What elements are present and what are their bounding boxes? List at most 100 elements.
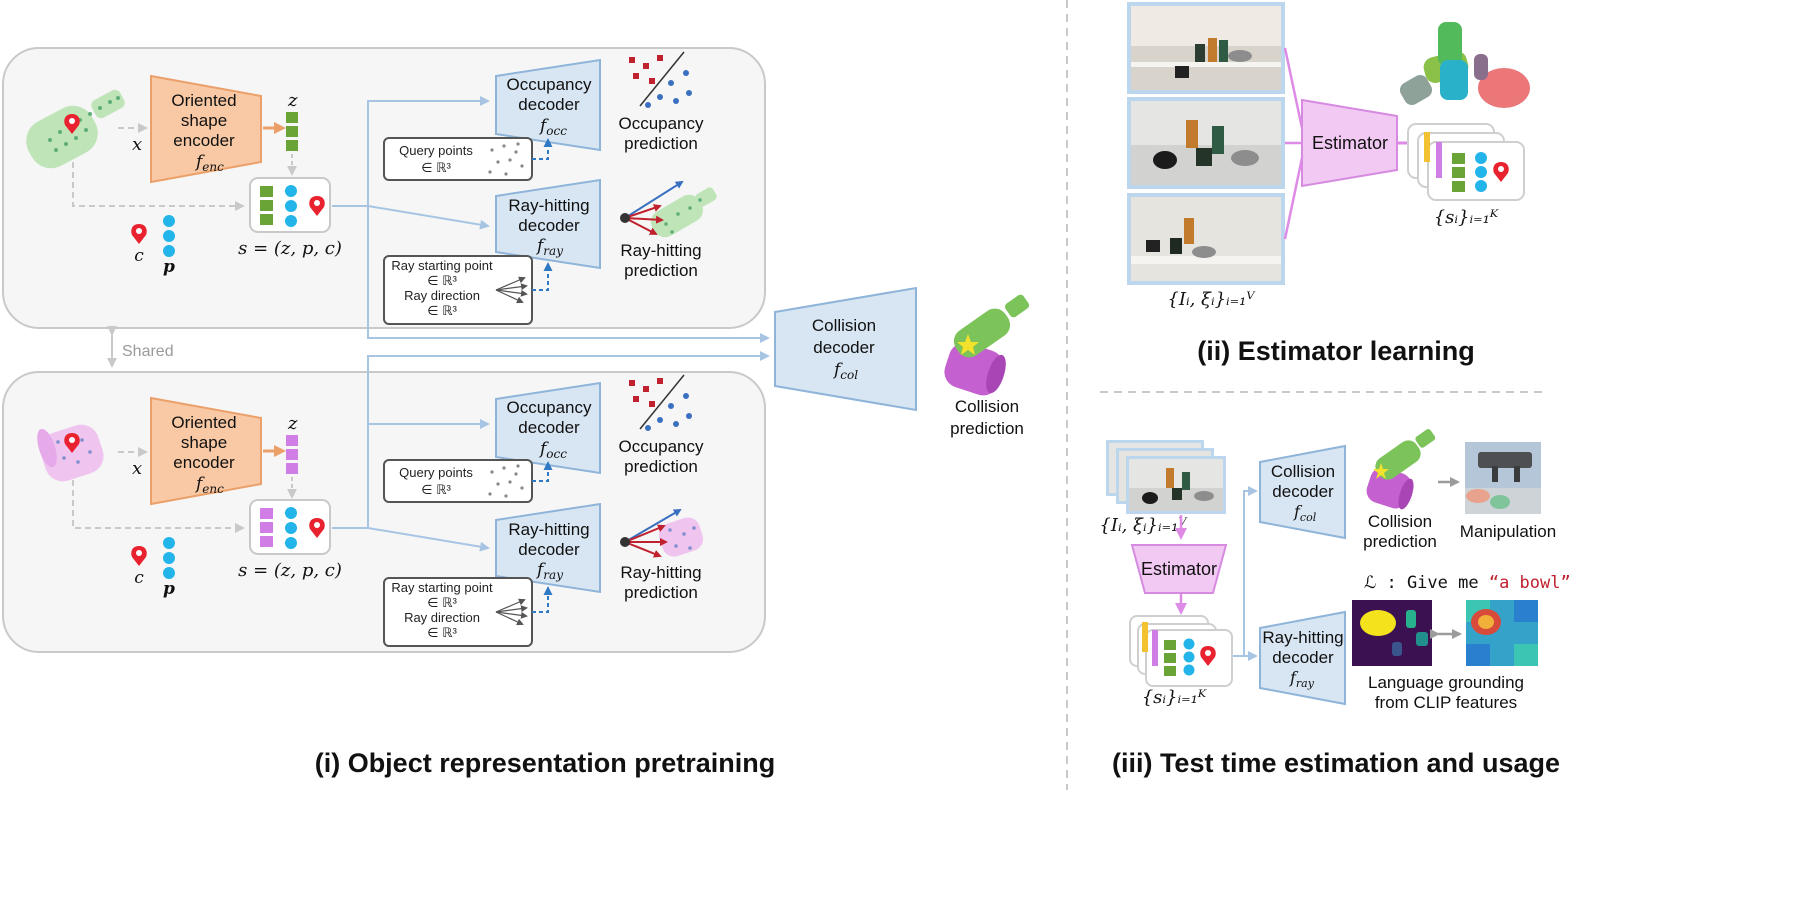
svg-text:s = (z, p, c): s = (z, p, c)	[238, 560, 342, 581]
svg-text:∈ ℝ³: ∈ ℝ³	[427, 625, 457, 640]
svg-text:encoder: encoder	[173, 453, 235, 472]
svg-text:Occupancy: Occupancy	[506, 398, 592, 417]
svg-text:Query points: Query points	[399, 143, 473, 158]
iii-collision-decoder	[1259, 444, 1346, 540]
bottle-object-icon	[26, 89, 125, 169]
manipulation-label: Manipulation	[1460, 522, 1556, 541]
svg-text:x: x	[132, 458, 142, 479]
estimator-block-ii	[1301, 98, 1398, 188]
s-equation: s = (z, p, c)	[238, 238, 342, 259]
iii-input-label: {Iᵢ, ξᵢ}ᵢ₌₁ⱽ	[1099, 515, 1188, 536]
p-label: p	[163, 257, 175, 277]
svg-text:decoder: decoder	[518, 418, 580, 437]
svg-text:fray: fray	[535, 560, 563, 582]
svg-text:p: p	[163, 579, 175, 599]
svg-text:Ray-hitting: Ray-hitting	[1262, 628, 1343, 647]
panel-iii: {Iᵢ, ξᵢ}ᵢ₌₁ⱽ Estimator {sᵢ}ᵢ₌₁ᴷ Collisio…	[1099, 429, 1571, 778]
panel-i-title: (i) Object representation pretraining	[315, 748, 776, 778]
input-image-3	[1127, 193, 1285, 285]
svg-text:Estimator: Estimator	[1141, 559, 1217, 579]
encoder-label-1: Oriented	[171, 91, 236, 110]
svg-text:prediction: prediction	[1363, 532, 1437, 551]
iii-output-label: {sᵢ}ᵢ₌₁ᴷ	[1142, 687, 1208, 708]
svg-text:shape: shape	[181, 433, 227, 452]
segmentation-map	[1352, 600, 1432, 666]
svg-text:Ray starting point: Ray starting point	[391, 580, 493, 595]
collision-decoder-label-1: Collision	[812, 316, 876, 335]
clip-feature-map	[1466, 600, 1538, 666]
encoder-fn: f	[194, 152, 205, 172]
collision-decoder-block	[774, 286, 917, 412]
occupancy-prediction-plot	[629, 51, 692, 108]
x-label: x	[132, 134, 142, 155]
svg-text:Query points: Query points	[399, 465, 473, 480]
panel-iii-title: (iii) Test time estimation and usage	[1112, 748, 1560, 778]
ray-hitting-prediction-icon	[620, 180, 717, 238]
shape-encoder-block-2	[150, 396, 262, 506]
svg-text:decoder: decoder	[1272, 648, 1334, 667]
svg-text:Ray-hitting: Ray-hitting	[508, 196, 589, 215]
ray-hitting-decoder-block	[495, 178, 601, 270]
svg-text:∈ ℝ³: ∈ ℝ³	[421, 482, 451, 497]
svg-text:decoder: decoder	[518, 216, 580, 235]
svg-text:fenc: fenc	[194, 474, 224, 496]
iii-estimated-states	[1129, 615, 1233, 687]
ray-hitting-prediction-icon-2	[620, 508, 704, 558]
svg-text:fcol: fcol	[1293, 502, 1317, 524]
language-query: ℒ : Give me “a bowl”	[1364, 573, 1571, 593]
occ-decoder-label-2: decoder	[518, 95, 580, 114]
svg-text:from CLIP features: from CLIP features	[1375, 693, 1517, 712]
svg-text:Ray direction: Ray direction	[404, 610, 480, 625]
svg-text:focc: focc	[538, 439, 567, 461]
svg-text:prediction: prediction	[624, 457, 698, 476]
svg-text:fray: fray	[1289, 668, 1315, 690]
svg-text:fcol: fcol	[832, 360, 858, 382]
svg-text:decoder: decoder	[518, 540, 580, 559]
mug-object-icon	[37, 424, 104, 482]
iii-collision-prediction-icon	[1366, 429, 1436, 510]
svg-text:Collision: Collision	[1368, 512, 1432, 531]
shared-label: Shared	[122, 343, 174, 360]
occ-pred-label-2: prediction	[624, 134, 698, 153]
latent-z-green	[286, 112, 298, 151]
encoder-label-3: encoder	[173, 131, 235, 150]
occupancy-prediction-plot-2	[629, 374, 692, 431]
svg-text:prediction: prediction	[950, 419, 1024, 438]
c-label: c	[134, 246, 144, 266]
z-label: z	[287, 90, 298, 111]
occ-decoder-label-1: Occupancy	[506, 75, 592, 94]
latent-z-pink	[286, 435, 298, 474]
svg-text:Ray-hitting: Ray-hitting	[620, 563, 701, 582]
panel-ii: {Iᵢ, ξᵢ}ᵢ₌₁ⱽ Estimator {sᵢ}ᵢ₌₁ᴷ	[1127, 2, 1530, 366]
svg-text:prediction: prediction	[624, 583, 698, 602]
svg-text:decoder: decoder	[1272, 482, 1334, 501]
svg-text:∈ ℝ³: ∈ ℝ³	[427, 595, 457, 610]
ii-input-label: {Iᵢ, ξᵢ}ᵢ₌₁ⱽ	[1167, 289, 1256, 310]
estimated-states-stack	[1407, 123, 1525, 201]
svg-text:Ray starting point: Ray starting point	[391, 258, 493, 273]
input-image-2	[1127, 97, 1285, 189]
occupancy-decoder-block-2	[495, 381, 601, 475]
svg-text:prediction: prediction	[624, 261, 698, 280]
svg-text:c: c	[134, 568, 144, 588]
iii-ray-decoder	[1259, 610, 1346, 706]
top-branch: x Oriented shape encoder fenc z s = (z, …	[26, 51, 770, 343]
encoder-label-2: shape	[181, 111, 227, 130]
svg-text:Ray direction: Ray direction	[404, 288, 480, 303]
ii-output-label: {sᵢ}ᵢ₌₁ᴷ	[1434, 207, 1500, 228]
collision-decoder-label-2: decoder	[813, 338, 875, 357]
svg-text:∈ ℝ³: ∈ ℝ³	[421, 160, 451, 175]
collision-prediction-icon	[944, 294, 1030, 396]
svg-text:∈ ℝ³: ∈ ℝ³	[427, 303, 457, 318]
panel-ii-title: (ii) Estimator learning	[1197, 336, 1475, 366]
svg-text:Occupancy: Occupancy	[618, 437, 704, 456]
svg-text:Ray-hitting: Ray-hitting	[620, 241, 701, 260]
svg-text:Collision: Collision	[955, 397, 1019, 416]
svg-text:Collision: Collision	[1271, 462, 1335, 481]
manipulation-image	[1465, 442, 1541, 514]
reconstructed-objects-icon	[1399, 22, 1530, 108]
encoder-fn-sub: enc	[202, 160, 224, 174]
bottom-branch: x Oriented shape encoder fenc z s = (z, …	[37, 351, 770, 647]
input-image-1	[1127, 2, 1285, 94]
svg-text:∈ ℝ³: ∈ ℝ³	[427, 273, 457, 288]
